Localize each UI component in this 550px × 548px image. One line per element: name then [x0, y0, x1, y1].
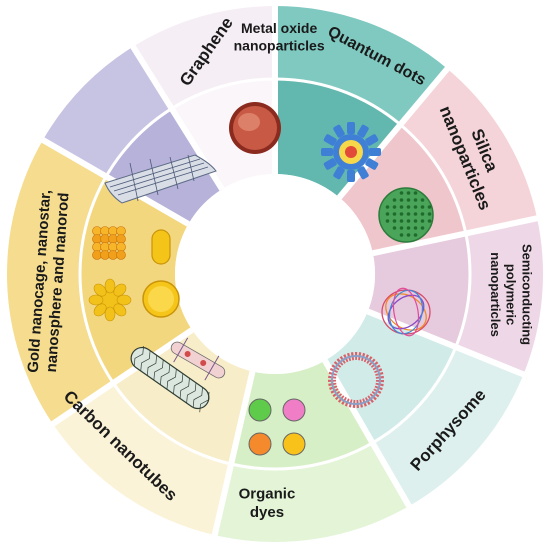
- quantum-dot-gear-icon: [321, 122, 381, 182]
- sector-outer-qdots: [400, 68, 538, 234]
- nanotube-drug-load-icon: [170, 337, 226, 381]
- sector-inner-semi: [325, 311, 456, 443]
- carbon-nanotube-icon: [130, 346, 210, 413]
- label-line: polymeric: [504, 264, 519, 325]
- sector-outer-graphene: [132, 6, 275, 109]
- sector-outer-metal: [275, 6, 448, 125]
- sector-inner-metal: [275, 79, 401, 198]
- label-line: nanoparticles: [488, 252, 503, 337]
- sector-outer-dyes: [52, 383, 232, 536]
- metal-oxide-sphere-icon: [229, 102, 281, 154]
- sector-outer-cnt: [7, 140, 114, 424]
- porphysome-ring-icon: [328, 352, 384, 408]
- polymer-ball-icon: [381, 287, 431, 337]
- label-line: Organic: [239, 486, 296, 503]
- label-line: dyes: [250, 504, 284, 521]
- divider-line: [210, 370, 256, 540]
- divider-line: [322, 359, 414, 512]
- divider-line: [336, 63, 453, 200]
- sector-outer-gold: [42, 46, 172, 177]
- gold-nanoparticles-icon: [88, 226, 180, 322]
- divider-line: [366, 308, 529, 379]
- divider-line: [47, 327, 194, 429]
- divider-line: [372, 214, 542, 257]
- graphene-sheet-icon: [104, 154, 217, 204]
- label-line: Semiconducting: [520, 244, 535, 345]
- sector-outer-silica: [455, 218, 543, 375]
- sector-outer-porph: [214, 442, 409, 542]
- label-line: nanoparticles: [234, 37, 325, 53]
- inner-ring-border: [78, 77, 472, 471]
- label-line: Metal oxide: [241, 20, 317, 36]
- center-hole: [175, 174, 375, 374]
- silica-sphere-icon: [378, 187, 434, 243]
- dye-dots-icon: [248, 398, 306, 456]
- sector-outer-semi: [372, 347, 524, 507]
- wheel-sectors: [7, 6, 543, 542]
